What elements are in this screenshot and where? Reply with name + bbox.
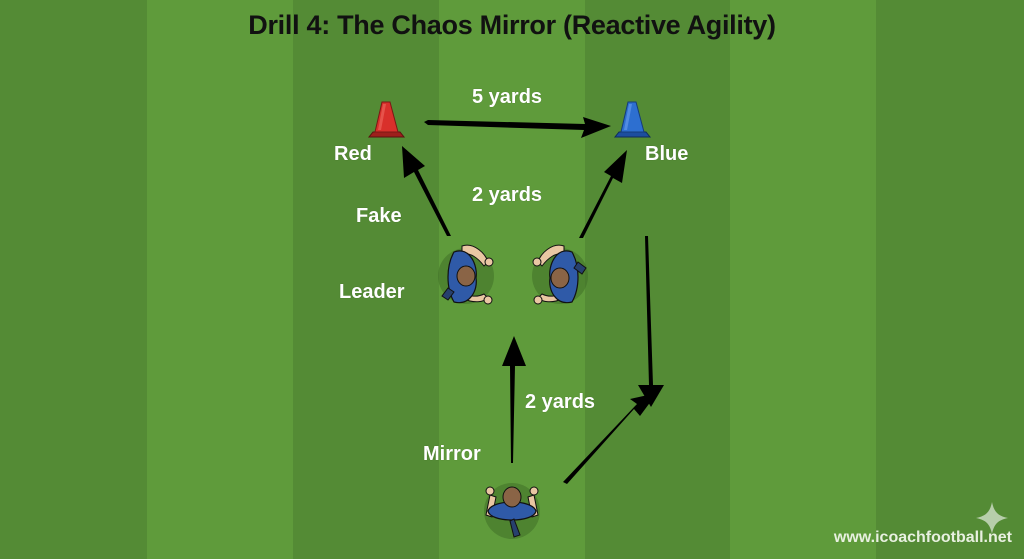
distance-label-middle: 2 yards <box>472 184 543 206</box>
leader-label: Leader <box>339 281 405 303</box>
stripe <box>876 0 1024 559</box>
red-cone-icon <box>367 101 406 138</box>
blue-cone-label: Blue <box>645 143 689 165</box>
stripe <box>293 0 439 559</box>
mirror-player-icon <box>484 483 540 539</box>
stripe <box>147 0 293 559</box>
watermark: www.icoachfootball.net <box>833 529 1012 546</box>
partner-player-icon <box>532 244 588 305</box>
arrow-right-drop-icon <box>638 236 664 407</box>
distance-label-top: 5 yards <box>472 86 543 108</box>
leader-player-icon <box>438 244 494 305</box>
arrow-mirror-forward-icon <box>502 336 526 463</box>
mirror-label: Mirror <box>423 443 481 465</box>
stripe <box>585 0 730 559</box>
distance-label-bottom: 2 yards <box>525 391 596 413</box>
drill-title: Drill 4: The Chaos Mirror (Reactive Agil… <box>248 10 776 40</box>
arrow-mirror-diagonal-icon <box>563 393 657 484</box>
stripe <box>730 0 876 559</box>
fake-label: Fake <box>356 205 402 227</box>
blue-cone-icon <box>613 101 652 138</box>
arrow-partner-to-blue-icon <box>579 150 627 238</box>
arrow-fake-to-red-icon <box>402 146 451 236</box>
stripe <box>0 0 147 559</box>
sparkle-icon <box>976 502 1008 534</box>
arrow-red-to-blue-icon <box>424 117 611 138</box>
red-cone-label: Red <box>334 143 372 165</box>
